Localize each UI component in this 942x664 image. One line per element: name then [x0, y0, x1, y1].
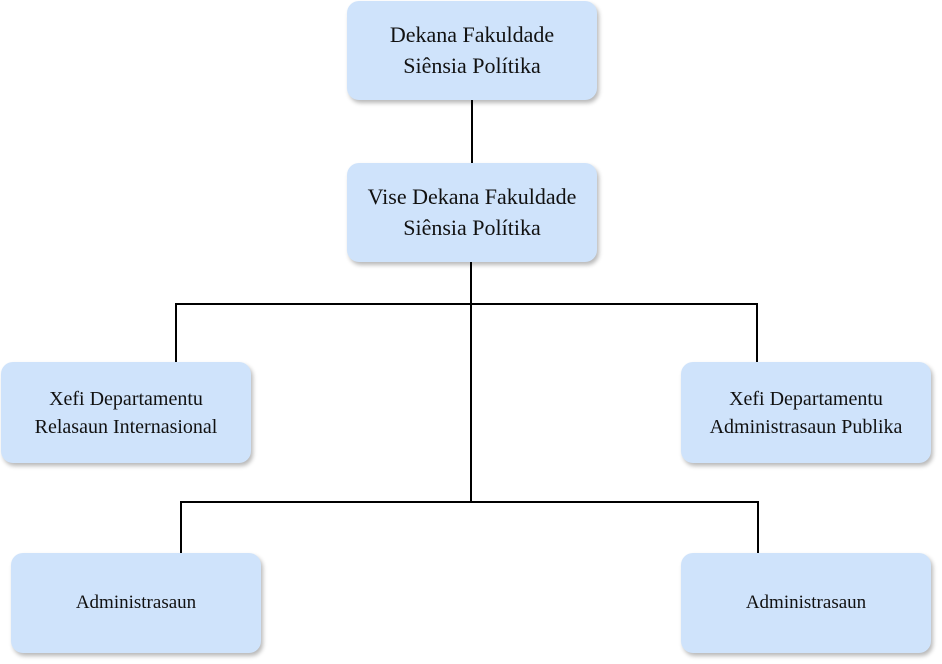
administration-right-box: Administrasaun: [681, 553, 931, 653]
dean-title-line2: Siênsia Polítika: [403, 52, 541, 78]
head-public-administration-box: Xefi Departamentu Administrasaun Publika: [681, 362, 931, 463]
head-ri-title-line2: Relasaun Internasional: [34, 415, 218, 438]
administration-left-box: Administrasaun: [11, 553, 261, 653]
dean-box: Dekana Fakuldade Siênsia Polítika: [347, 1, 597, 100]
head-ri-title-line1: Xefi Departamentu: [49, 387, 203, 410]
administration-left-label: Administrasaun: [75, 591, 197, 613]
administration-right-label: Administrasaun: [745, 591, 867, 613]
dean-title-line1: Dekana Fakuldade: [389, 21, 555, 47]
head-ap-title-line1: Xefi Departamentu: [729, 387, 883, 410]
head-international-relations-box: Xefi Departamentu Relasaun Internasional: [1, 362, 251, 463]
vice-dean-title-line2: Siênsia Polítika: [403, 214, 541, 240]
head-ap-title-line2: Administrasaun Publika: [709, 415, 903, 438]
vice-dean-box: Vise Dekana Fakuldade Siênsia Polítika: [347, 163, 597, 262]
vice-dean-title-line1: Vise Dekana Fakuldade: [367, 183, 577, 209]
